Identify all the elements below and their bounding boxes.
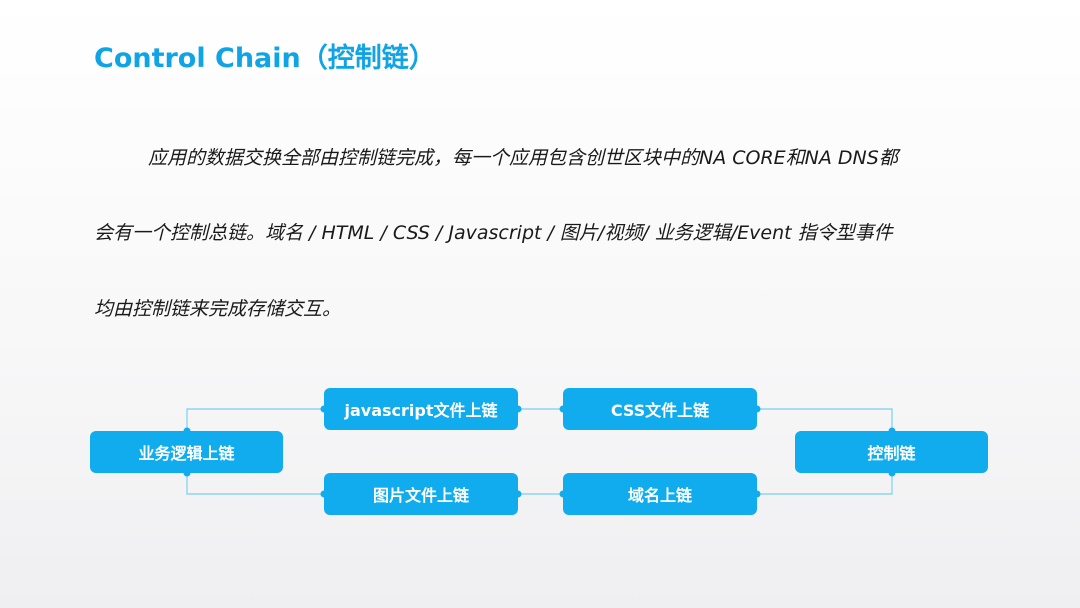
connector-css-control xyxy=(757,408,893,431)
node-image-file: 图片文件上链 xyxy=(324,473,518,515)
paragraph-line-3: 均由控制链来完成存储交互。 xyxy=(94,298,342,320)
node-control-chain: 控制链 xyxy=(795,431,988,473)
connector-business-image xyxy=(186,473,324,495)
connector-business-javascript xyxy=(186,408,324,431)
paragraph-line-1: 应用的数据交换全部由控制链完成，每一个应用包含创世区块中的NA CORE和NA … xyxy=(148,147,898,169)
connector-dots xyxy=(183,405,896,498)
connector-domain-control xyxy=(757,473,893,495)
slide-title: Control Chain（控制链） xyxy=(94,43,436,74)
node-javascript-file: javascript文件上链 xyxy=(324,388,518,430)
node-business-logic: 业务逻辑上链 xyxy=(90,431,283,473)
node-css-file: CSS文件上链 xyxy=(563,388,757,430)
node-domain: 域名上链 xyxy=(563,473,757,515)
paragraph-line-2: 会有一个控制总链。域名 / HTML / CSS / Javascript / … xyxy=(94,222,893,244)
